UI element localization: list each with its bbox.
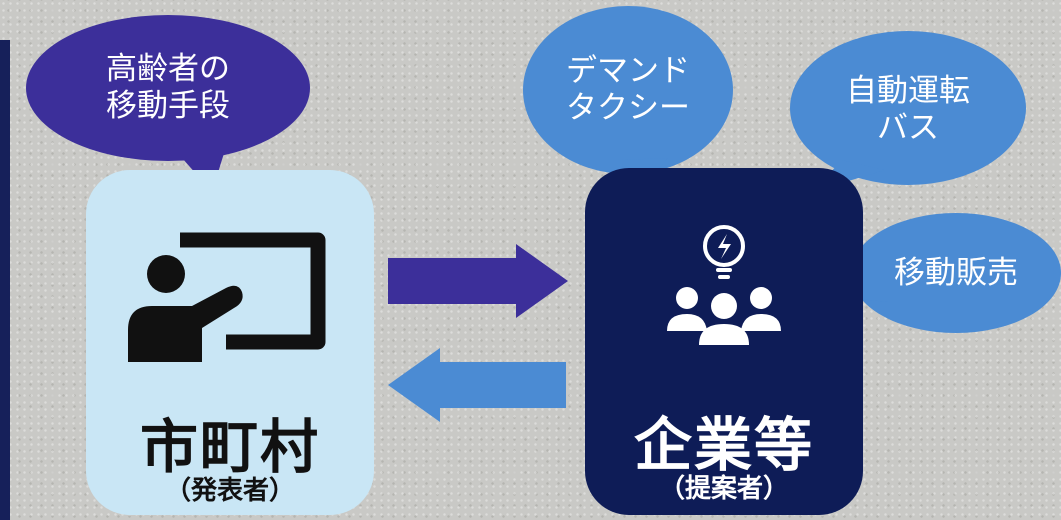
bubble-elderly-mobility-text: 高齢者の 移動手段: [48, 40, 288, 136]
bubble-line: 自動運転: [846, 73, 970, 110]
bubble-line: バス: [877, 110, 939, 146]
teacher-presentation-icon: [128, 232, 326, 362]
company-subtitle: （提案者）: [658, 474, 789, 504]
company-title: 企業等: [633, 411, 814, 479]
bubble-line: デマンド: [566, 53, 690, 90]
bubble-line: 高齢者の: [106, 51, 230, 88]
bubble-mobile-sales-text: 移動販売: [866, 248, 1046, 298]
lightbulb-icon: [703, 225, 745, 279]
company-box: 企業等 （提案者）: [585, 168, 863, 515]
municipality-box: 市町村 （発表者）: [86, 170, 374, 515]
bubble-line: タクシー: [566, 90, 690, 126]
bubble-line: 移動手段: [106, 88, 230, 124]
arrow-right-to-company: [388, 244, 568, 318]
idea-team-icon: [667, 225, 781, 345]
bubble-line: 移動販売: [894, 254, 1018, 291]
left-edge-bar: [0, 40, 10, 520]
municipality-title: 市町村: [139, 413, 320, 481]
team-people-icon: [667, 287, 781, 345]
bubble-autonomous-bus-text: 自動運転 バス: [806, 62, 1010, 158]
bubble-demand-taxi-text: デマンド タクシー: [536, 42, 720, 138]
municipality-subtitle: （発表者）: [164, 476, 295, 506]
arrow-left-to-municipality: [388, 348, 566, 422]
